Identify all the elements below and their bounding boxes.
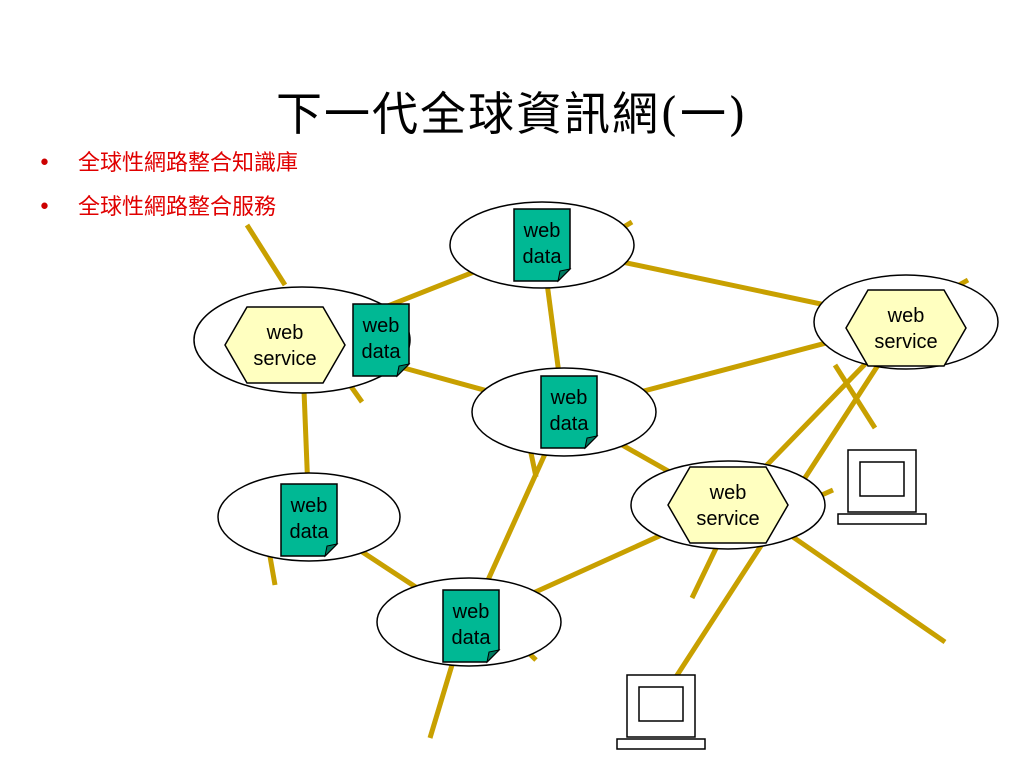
keyboard-icon — [616, 738, 706, 750]
network-link-stub — [832, 363, 878, 430]
node-label: web data — [523, 220, 563, 268]
doc-fold-icon — [324, 543, 339, 558]
node-label: web data — [362, 315, 402, 363]
node-label: web data — [452, 601, 492, 649]
node-label: web service — [253, 322, 316, 370]
doc-fold-icon — [396, 363, 411, 378]
node-label-line: service — [253, 348, 316, 370]
web-service-hexagon-icon — [667, 466, 789, 544]
node-label-line: data — [452, 627, 492, 649]
screen-icon — [859, 461, 905, 497]
node-label: web service — [696, 482, 759, 530]
computer-icon — [837, 449, 927, 525]
network-link-stub — [788, 532, 947, 645]
node-data-bottom: web data — [376, 577, 562, 667]
node-label-line: web — [266, 322, 304, 344]
node-label-line: data — [523, 246, 563, 268]
bullet-text: 全球性網路整合服務 — [78, 195, 277, 220]
node-label-line: web — [709, 482, 747, 504]
node-label-line: web — [887, 305, 925, 327]
node-label-line: data — [362, 341, 402, 363]
bullet-dot: • — [38, 195, 51, 220]
node-service-right: web service — [813, 274, 999, 370]
bullet-dot: • — [38, 151, 51, 176]
node-label-line: data — [550, 413, 590, 435]
keyboard-icon — [837, 513, 927, 525]
web-service-hexagon-icon — [224, 306, 346, 384]
node-label-line: web — [452, 601, 490, 623]
bullet-item: • 全球性網路整合服務 — [38, 186, 298, 230]
node-label-line: web — [523, 220, 561, 242]
network-link-stub — [244, 223, 288, 287]
node-label-line: web — [550, 387, 588, 409]
node-data-left: web data — [217, 472, 401, 562]
node-label-line: data — [290, 521, 330, 543]
slide-title: 下一代全球資訊網(一) — [276, 87, 748, 141]
doc-fold-icon — [486, 649, 501, 664]
node-service-lower: web service — [630, 460, 826, 550]
web-service-hexagon-icon — [845, 289, 967, 367]
node-label: web data — [550, 387, 590, 435]
bullet-item: • 全球性網路整合知識庫 — [38, 142, 298, 186]
network-link-stub — [427, 654, 458, 739]
node-label-line: web — [290, 495, 328, 517]
node-label-line: service — [696, 508, 759, 530]
node-left-cluster: web service web data — [193, 286, 411, 394]
bullet-text: 全球性網路整合知識庫 — [78, 151, 299, 176]
doc-fold-icon — [584, 435, 599, 450]
node-label-line: service — [874, 331, 937, 353]
node-data-center: web data — [471, 367, 657, 457]
node-label-line: web — [362, 315, 400, 337]
node-data-top: web data — [449, 201, 635, 289]
node-label: web service — [874, 305, 937, 353]
doc-fold-icon — [557, 268, 572, 283]
network-link-stub — [689, 538, 723, 600]
node-label: web data — [290, 495, 330, 543]
screen-icon — [638, 686, 684, 722]
computer-icon — [616, 674, 706, 750]
bullet-list: • 全球性網路整合知識庫 • 全球性網路整合服務 — [38, 142, 298, 230]
